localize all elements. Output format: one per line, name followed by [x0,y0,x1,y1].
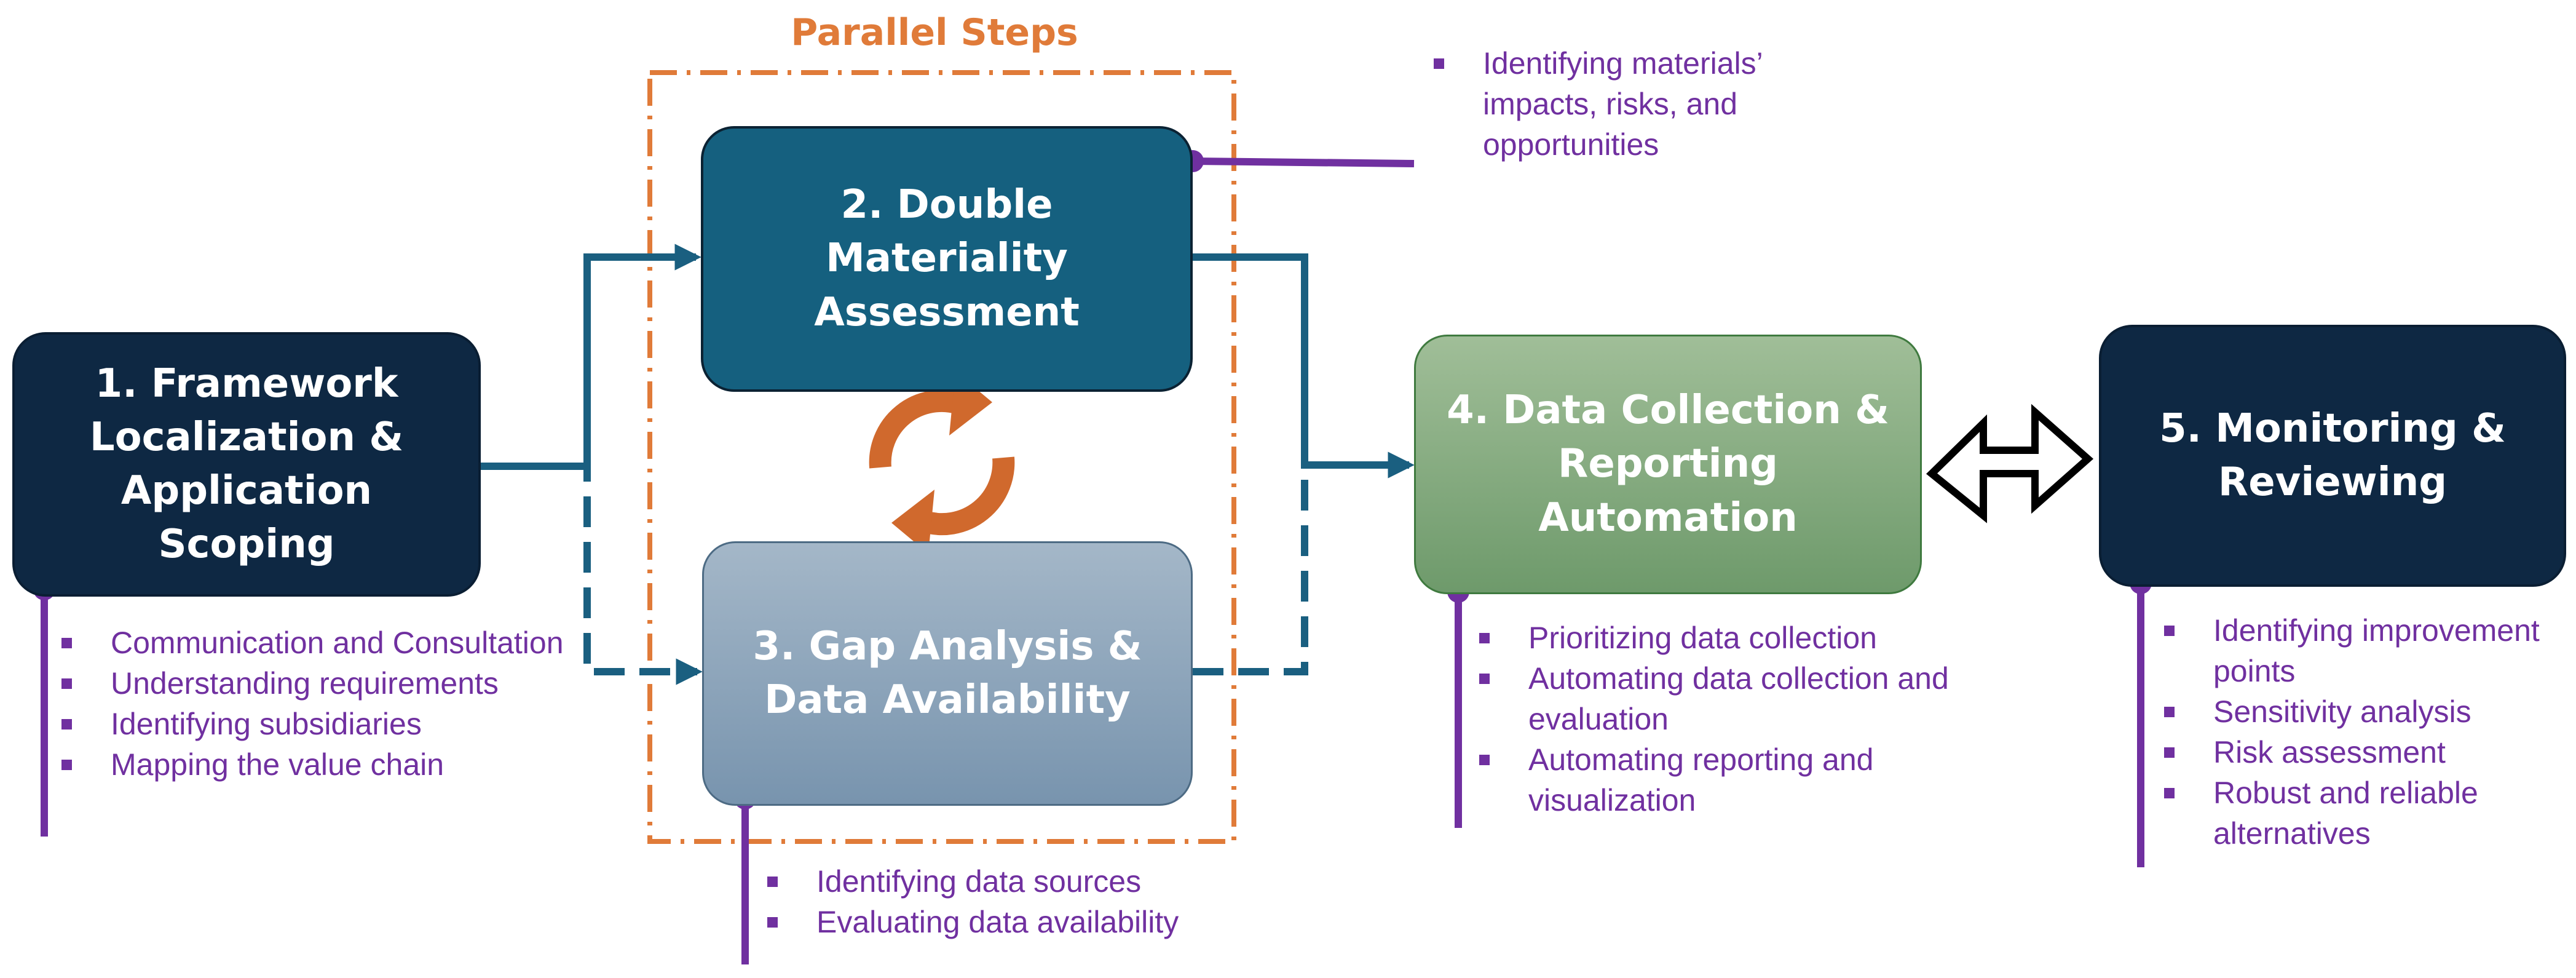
connector-1-to-3 [481,463,703,685]
step-5-box: 5. Monitoring & Reviewing [2099,325,2566,587]
step-2-bullets: Identifying materials’ impacts, risks, a… [1434,43,1864,165]
bullet-item: Identifying improvement points [2164,610,2570,691]
callout-line-step3 [734,787,756,964]
callout-line-step4 [1447,581,1469,828]
bullet-item: Automating reporting and visualization [1479,739,1983,821]
bullet-item: Automating data collection and evaluatio… [1479,658,1983,739]
connector-3-to-4 [1193,465,1308,675]
step-1-bullets: Communication and Consultation Understan… [61,622,615,785]
parallel-steps-frame [647,70,1236,844]
bullet-item: Risk assessment [2164,732,2570,773]
bullet-item: Identifying materials’ impacts, risks, a… [1434,43,1864,165]
bullet-item: Sensitivity analysis [2164,691,2570,732]
step-4-bullets: Prioritizing data collection Automating … [1479,618,1983,821]
step-3-box: 3. Gap Analysis & Data Availability [702,541,1193,806]
step-3-title: 3. Gap Analysis & Data Availability [753,623,1142,723]
connector-1-to-2 [481,244,701,470]
step-3-bullets: Identifying data sources Evaluating data… [767,861,1321,942]
step-4-title: 4. Data Collection & Reporting Automatio… [1447,388,1889,541]
callout-line-step5 [2130,572,2152,867]
callout-line-step1 [33,578,55,837]
bullet-item: Identifying data sources [767,861,1321,902]
step-1-box: 1. Framework Localization & Application … [12,332,481,597]
cycle-arrows-icon [869,372,1015,554]
bullet-item: Communication and Consultation [61,622,615,663]
bullet-item: Robust and reliable alternatives [2164,773,2570,854]
step-4-box: 4. Data Collection & Reporting Automatio… [1414,335,1922,594]
step-1-title: 1. Framework Localization & Application … [89,360,404,568]
step-2-box: 2. Double Materiality Assessment [701,126,1193,392]
bullet-item: Prioritizing data collection [1479,618,1983,658]
step-5-bullets: Identifying improvement points Sensitivi… [2164,610,2570,854]
bullet-item: Evaluating data availability [767,902,1321,942]
parallel-steps-title: Parallel Steps [791,11,1078,54]
bullet-item: Understanding requirements [61,663,615,704]
step-2-title: 2. Double Materiality Assessment [814,182,1080,335]
step-5-title: 5. Monitoring & Reviewing [2159,405,2506,505]
connector-2-to-4 [1193,253,1415,479]
callout-line-step2 [1182,150,1415,172]
bullet-item: Mapping the value chain [61,744,615,785]
bullet-item: Identifying subsidiaries [61,704,615,744]
bidirectional-arrow-icon [1926,404,2094,523]
